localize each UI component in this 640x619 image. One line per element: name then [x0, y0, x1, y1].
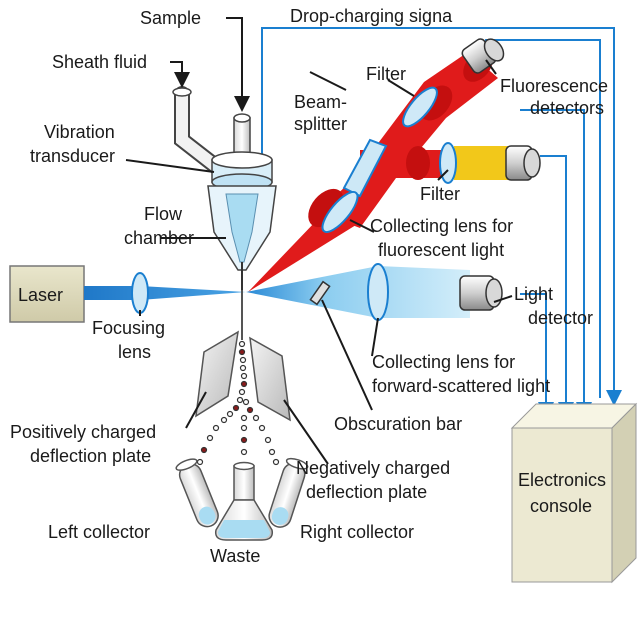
right-collector-label: Right collector	[300, 522, 414, 542]
collect-fl-label-2: fluorescent light	[378, 240, 504, 260]
waste-label: Waste	[210, 546, 260, 566]
beam-label-2: splitter	[294, 114, 347, 134]
filter-top-leader	[387, 79, 415, 97]
electronics-label-2: console	[530, 496, 592, 516]
flow-label-1: Flow	[144, 204, 183, 224]
collect-fl-label-1: Collecting lens for	[370, 216, 513, 236]
sheath-arrow	[170, 61, 190, 88]
left-collector-label: Left collector	[48, 522, 150, 542]
vibration-label-1: Vibration	[44, 122, 115, 142]
leader-lines	[125, 17, 513, 465]
negative-label-2: deflection plate	[306, 482, 427, 502]
laser-label: Laser	[18, 285, 63, 305]
fluorescence-leader	[485, 59, 497, 75]
sheath-fluid-label: Sheath fluid	[52, 52, 147, 72]
laser-beam	[84, 286, 246, 300]
fluorescence-detector-top	[461, 38, 505, 74]
collect-fw-label-1: Collecting lens for	[372, 352, 515, 372]
fluorescence-label-1: Fluorescence	[500, 76, 608, 96]
vibration-leader	[125, 159, 215, 173]
light-label-2: detector	[528, 308, 593, 328]
filter-top-label: Filter	[366, 64, 406, 84]
positive-deflection-plate	[195, 330, 239, 418]
focusing-label-1: Focusing	[92, 318, 165, 338]
filter-mid-label: Filter	[420, 184, 460, 204]
light-detector	[459, 275, 503, 311]
fluorescence-wire-2	[520, 109, 592, 418]
vibration-label-2: transducer	[30, 146, 115, 166]
obscuration-leader	[321, 299, 373, 411]
right-collector-tube	[268, 457, 309, 528]
beam-label-1: Beam-	[294, 92, 347, 112]
collect-fw-label-2: forward-scattered light	[372, 376, 550, 396]
positive-label-2: deflection plate	[30, 446, 151, 466]
sample-label: Sample	[140, 8, 201, 28]
collecting-lens-fluorescent	[321, 190, 359, 234]
red-spot-4	[406, 146, 430, 180]
flow-label-2: chamber	[124, 228, 194, 248]
yellow-beam	[454, 146, 512, 180]
focusing-label-2: lens	[118, 342, 151, 362]
electronics-label-1: Electronics	[518, 470, 606, 490]
drop-charging-label: Drop-charging signa	[290, 6, 453, 26]
fluorescence-label-2: detectors	[530, 98, 604, 118]
laser-unit: Laser	[9, 265, 85, 323]
collecting-lens-forward	[367, 263, 389, 321]
fluorescence-detector-mid	[505, 145, 541, 181]
electronics-console: Electronics console	[510, 402, 638, 584]
negative-plate-leader	[283, 399, 329, 465]
positive-plate-leader	[185, 391, 207, 429]
filter-lens-top	[402, 86, 438, 128]
forward-scatter-beam	[246, 266, 470, 318]
waste-flask	[214, 461, 274, 541]
labels: Sample Drop-charging signa Sheath fluid …	[10, 6, 608, 566]
left-collector-tube	[175, 458, 219, 528]
focusing-lens	[131, 272, 149, 314]
filter-mid-leader	[437, 169, 449, 181]
collect-fw-leader	[371, 317, 379, 357]
negative-label-1: Negatively charged	[296, 458, 450, 478]
beam-splitter-leader	[309, 71, 347, 91]
drop-charging-wire	[261, 27, 622, 406]
filter-detector-wire	[540, 155, 574, 418]
light-detector-leader	[493, 295, 513, 303]
light-detector-wire	[520, 293, 554, 418]
light-label-1: Light	[514, 284, 553, 304]
positive-label-1: Positively charged	[10, 422, 156, 442]
collect-fl-leader	[349, 219, 375, 233]
obscuration-label: Obscuration bar	[334, 414, 462, 434]
droplet-stream	[196, 290, 280, 466]
flow-chamber	[172, 86, 277, 290]
negative-deflection-plate	[249, 336, 291, 422]
obscuration-bar	[309, 280, 331, 306]
sample-arrow	[226, 17, 250, 112]
